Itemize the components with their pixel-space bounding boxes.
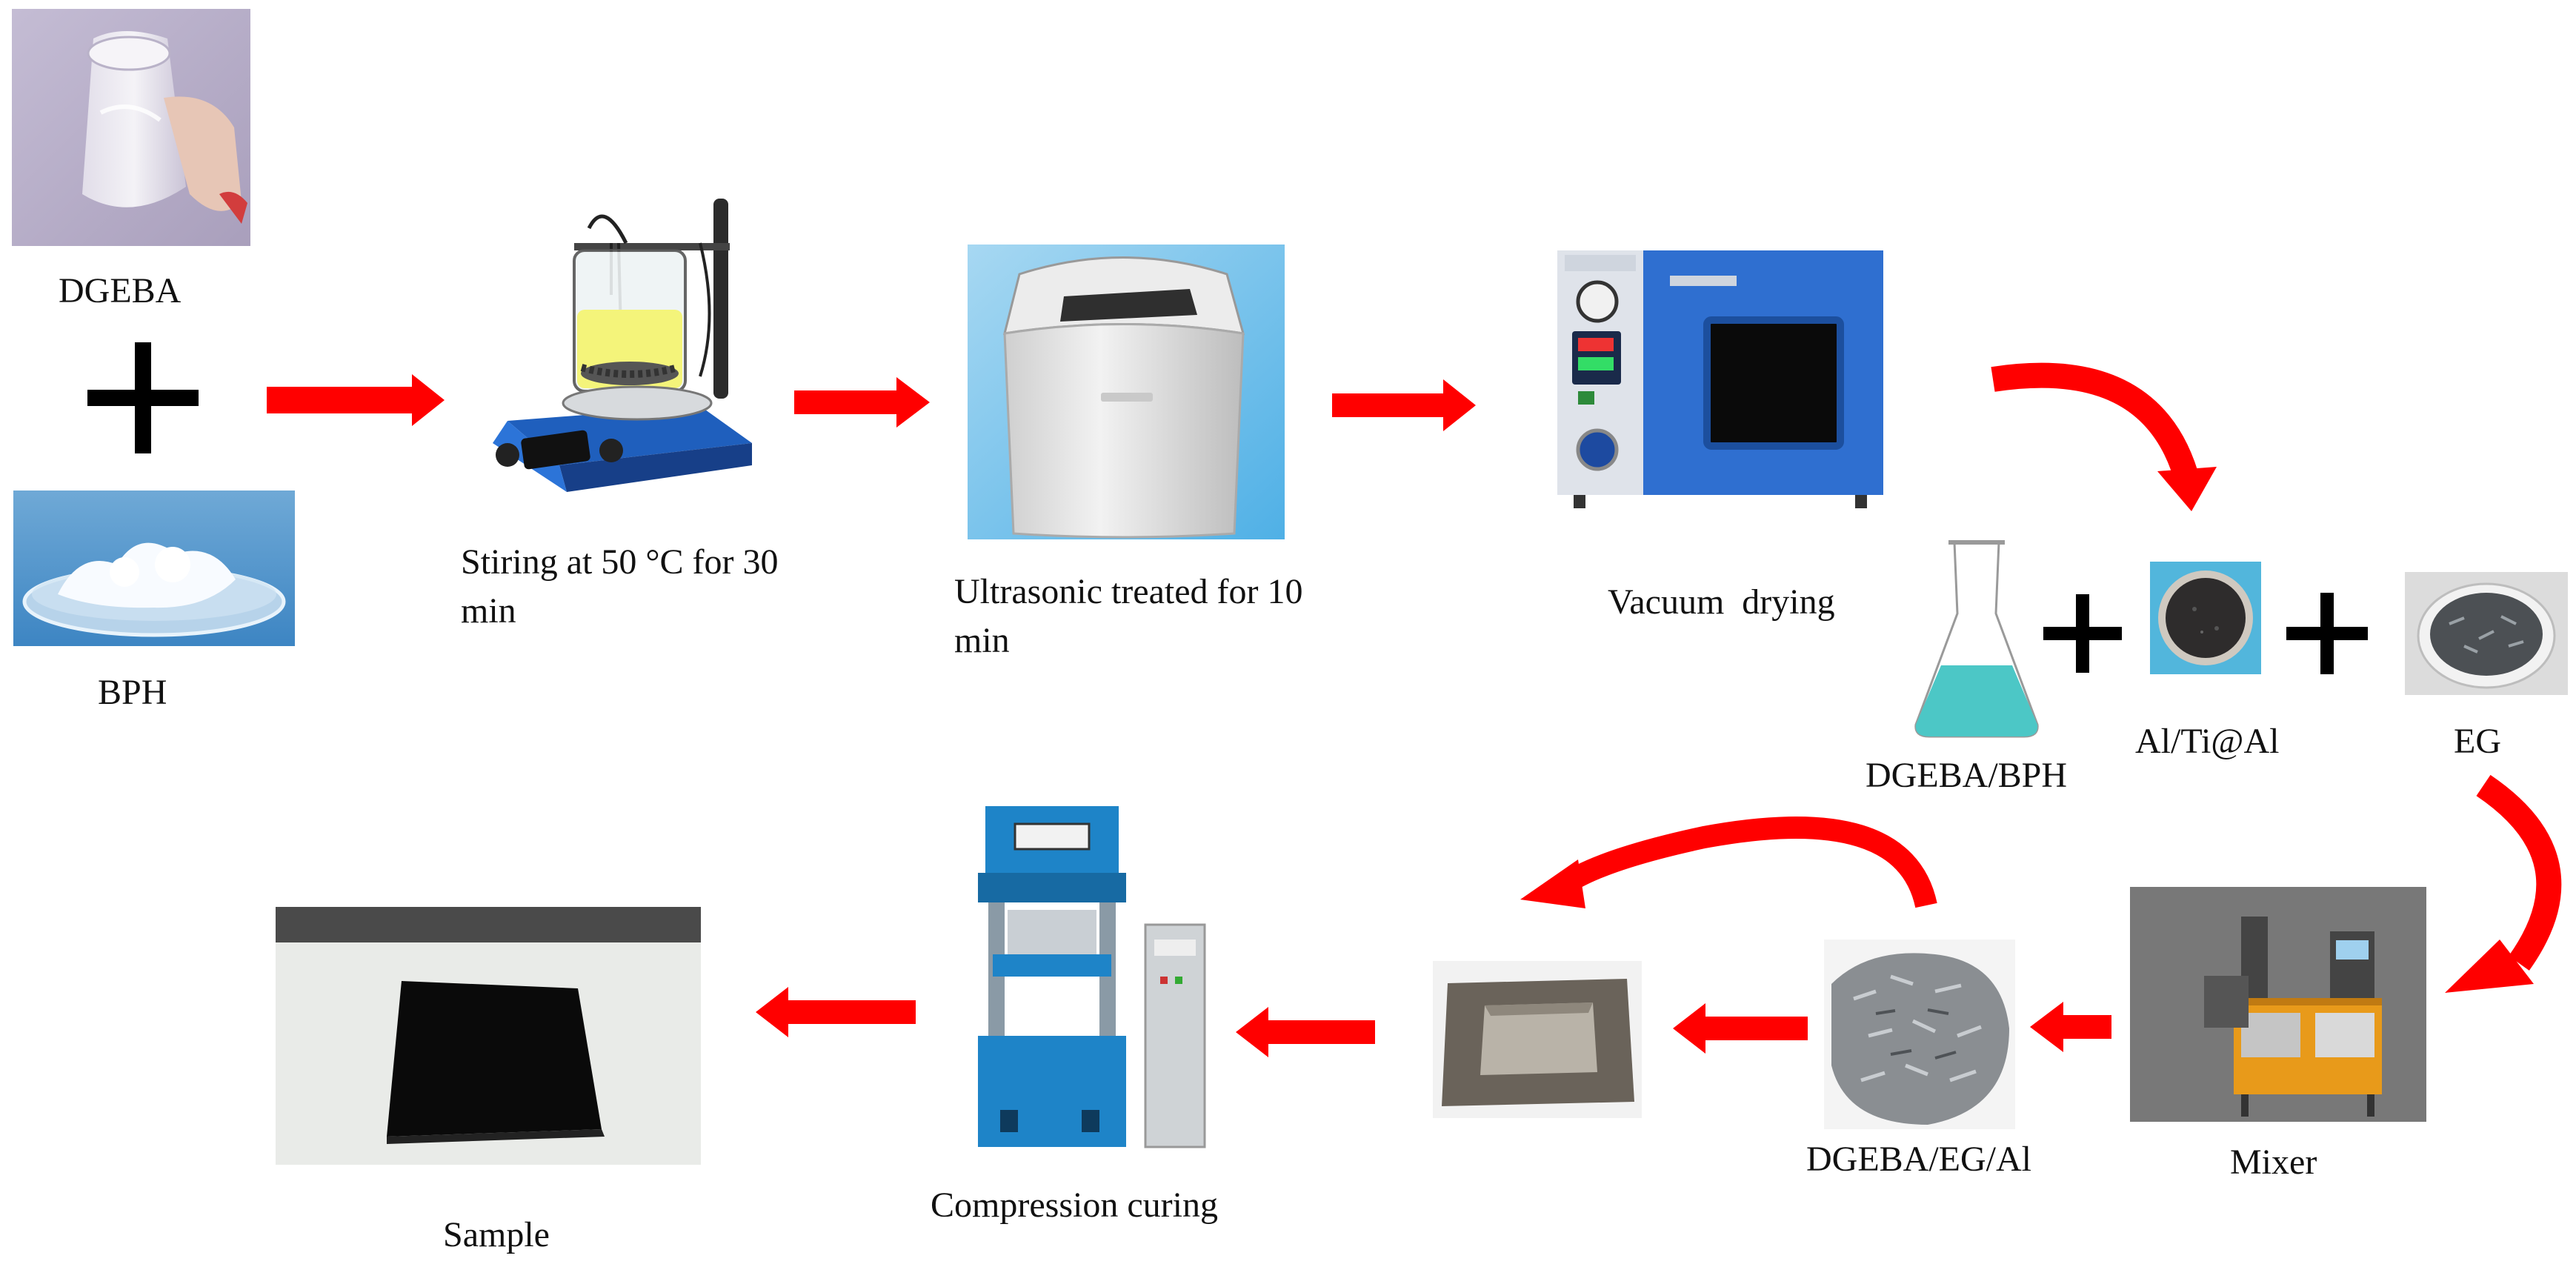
arrow-right-icon (1332, 379, 1476, 431)
eg-powder-photo (2405, 572, 2568, 695)
label-eg: EG (2454, 722, 2501, 761)
label-vacuum-drying: Vacuum drying (1608, 582, 1835, 622)
dgeba-eg-al-flakes-photo (1824, 940, 2015, 1129)
label-stirring: Stiring at 50 °C for 30 min (461, 542, 779, 631)
label-compression-curing: Compression curing (931, 1185, 1218, 1225)
sample-photo (276, 907, 701, 1165)
label-mixer: Mixer (2230, 1143, 2317, 1182)
label-ultrasonic: Ultrasonic treated for 10 min (954, 572, 1303, 660)
arrow-left-icon (1520, 859, 1585, 908)
arrow-right-icon (794, 377, 930, 428)
mixer-machine-photo (2130, 887, 2426, 1122)
label-sample: Sample (443, 1215, 550, 1254)
plus-icon (87, 342, 199, 453)
al-ti-al-powder-photo (2150, 562, 2261, 674)
bph-photo (13, 490, 295, 646)
compression-press-photo (956, 799, 1217, 1156)
arrow-left-icon (756, 987, 916, 1037)
arrow-right-icon (267, 374, 445, 426)
label-al-ti-al: Al/Ti@Al (2135, 722, 2280, 761)
arrow-left-icon (1236, 1007, 1375, 1057)
arrow-down-icon (2157, 467, 2217, 511)
plus-icon (2286, 593, 2368, 674)
ultrasonic-cleaner-photo (968, 245, 1285, 539)
label-bph: BPH (98, 673, 167, 712)
arrow-down-left-icon (2445, 940, 2534, 993)
magnetic-stirrer-illustration (463, 199, 753, 496)
label-dgeba-bph: DGEBA/BPH (1866, 756, 2068, 795)
mould-frame-photo (1433, 961, 1642, 1118)
arrow-left-icon (1673, 1003, 1808, 1054)
label-dgeba-eg-al: DGEBA/EG/Al (1806, 1140, 2031, 1179)
dgeba-photo (12, 9, 250, 246)
label-dgeba: DGEBA (59, 271, 182, 310)
arrow-left-icon (2030, 1002, 2111, 1052)
vacuum-oven-photo (1551, 246, 1897, 513)
erlenmeyer-flask-illustration (1913, 539, 2040, 739)
plus-icon (2043, 594, 2122, 673)
